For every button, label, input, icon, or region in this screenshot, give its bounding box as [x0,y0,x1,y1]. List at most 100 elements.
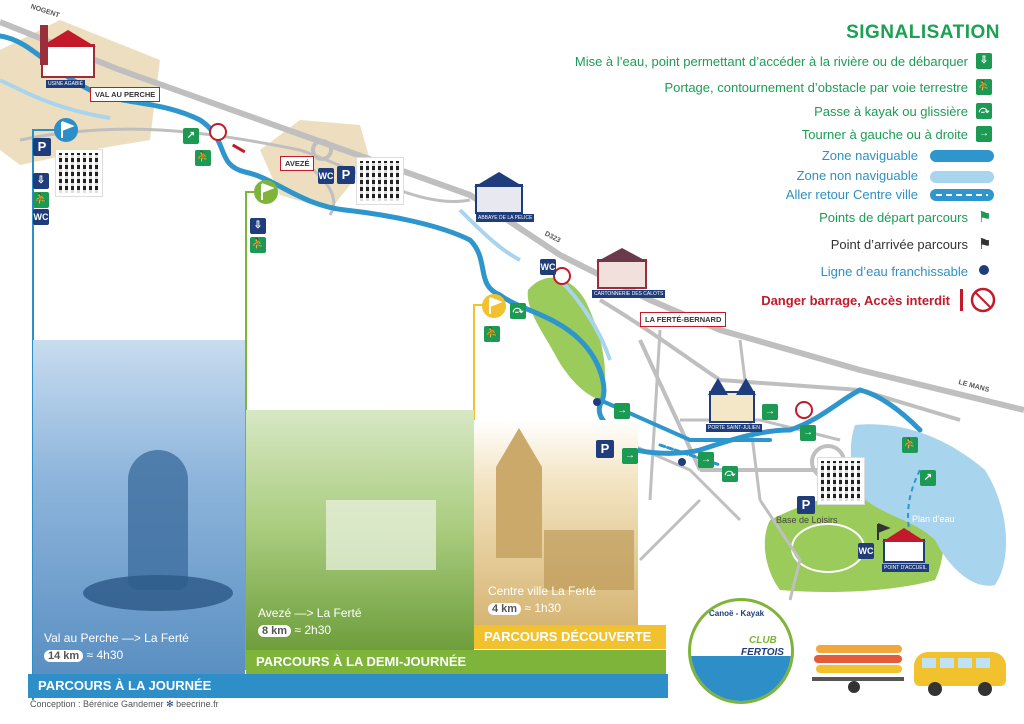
portage-sign-3: ⛹ [250,237,266,253]
day-route-photo [33,340,245,675]
navigable-zone-swatch [930,150,994,162]
discovery-route-duration: ≈ 1h30 [524,601,562,615]
porte-saint-julien-building [708,378,756,423]
day-route-name: Val au Perche —> La Ferté [44,631,189,645]
abbaye-label: ABBAYE DE LA PELICE [476,214,535,222]
turn-arrow-sign-1: ↗ [183,128,199,144]
credits-site: beecrine.fr [176,699,219,709]
portage-sign-2: ⛹ [195,150,211,166]
porte-label: PORTE SAINT-JULIEN [706,424,762,432]
start-flag-icon: ⚑ [978,209,992,226]
day-route-card: Val au Perche —> La Ferté 14 km ≈ 4h30 [44,631,189,662]
club-logo: Canoë - Kayak CLUB FERTOIS [688,598,794,704]
place-val-au-perche: VAL AU PERCHE [90,87,161,102]
point-accueil-building [882,528,926,563]
turn-arrow-sign-4: → [698,452,714,468]
water-line-dot-icon [979,265,989,275]
legend-navigable-zone: Zone naviguable [821,148,918,163]
lake [850,424,1007,586]
turn-arrow-sign-6: → [800,425,816,441]
half-day-route-photo [246,410,474,650]
day-route-title: PARCOURS À LA JOURNÉE [28,674,668,698]
wc-icon-1: WC [33,209,49,225]
legend-portage: Portage, contournement d’obstacle par vo… [664,80,968,95]
half-day-route-card: Avezé —> La Ferté 8 km ≈ 2h30 [258,606,362,637]
launch-point-sign-1: ⇩ [33,173,49,189]
turn-arrow-sign-7: ↗ [920,470,936,486]
club-logo-top-text: Canoë - Kayak [709,609,765,618]
half-day-route-distance: 8 km [258,625,292,637]
qr-code-2 [356,157,404,205]
water-line-dot [593,398,601,406]
usine-building [40,25,96,78]
portage-sign-1: ⛹ [33,192,49,208]
portage-sign-4: ⛹ [484,326,500,342]
parking-icon-4: P [797,496,815,514]
finish-flag-marker [877,523,891,540]
legend-round-trip: Aller retour Centre ville [785,187,918,202]
turn-arrow-icon: → [976,126,992,142]
place-plan-eau: Plan d’eau [912,514,955,524]
turn-arrow-sign-5: → [762,404,778,420]
aveze-town-area [260,120,370,210]
legend-danger: Danger barrage, Accès interdit [761,293,950,308]
club-logo-name-1: CLUB [749,635,777,646]
non-navigable-zone-swatch [930,171,994,183]
day-route-duration: ≈ 4h30 [86,648,124,662]
half-day-route-duration: ≈ 2h30 [294,623,332,637]
river-non-navigable [0,78,612,361]
legend-title: SIGNALISATION [846,22,1000,43]
abbaye-building [474,172,524,214]
cartonnerie-label: CARTONNERIE DES CALOTS [592,290,666,298]
launch-point-icon: ⇩ [976,53,992,69]
kayak-pass-sign-2: ⤼ [722,466,738,482]
wc-icon-3: WC [540,259,556,275]
kayak-trailer [812,645,904,695]
wc-icon-4: WC [858,543,874,559]
legend-start-points: Points de départ parcours [819,210,968,225]
kayak-pass-sign-1: ⤼ [510,303,526,319]
cartonnerie-building [596,248,648,289]
discovery-route-photo [474,420,638,625]
finish-flag-icon: ⚑ [978,236,992,253]
discovery-route-title: PARCOURS DÉCOUVERTE [474,625,666,649]
half-day-route-name: Avezé —> La Ferté [258,606,362,620]
discovery-route-card: Centre ville La Ferté 4 km ≈ 1h30 [488,584,596,615]
legend-kayak-pass: Passe à kayak ou glissière [814,104,968,119]
club-logo-name-2: FERTOIS [741,647,784,658]
day-route-distance: 14 km [44,650,84,662]
usine-label: USINE AGABIÉ [46,80,86,88]
kayak-pass-icon: ⤼ [976,103,992,119]
start-flag-marker-3 [482,294,506,318]
discovery-route-distance: 4 km [488,603,522,615]
credits: Conception : Bérénice Gandemer ✻ beecrin… [30,699,219,710]
parking-icon-2: P [337,166,355,184]
legend-launch-point: Mise à l’eau, point permettant d’accéder… [574,54,968,69]
danger-marker-2 [553,267,571,285]
parking-icon-3: P [596,440,614,458]
launch-point-sign-2: ⇩ [250,218,266,234]
legend-water-line: Ligne d’eau franchissable [820,264,968,279]
danger-marker-1 [209,123,246,154]
legend-turn: Tourner à gauche ou à droite [801,127,968,142]
portage-sign-5: ⛹ [902,437,918,453]
place-la-ferte-bernard: LA FERTÉ-BERNARD [640,312,727,327]
water-line-dot [678,458,686,466]
start-flag-marker-2 [254,180,278,204]
place-aveze: AVEZÉ [280,156,315,171]
legend-finish-point: Point d’arrivée parcours [830,237,968,252]
half-day-route-title: PARCOURS À LA DEMI-JOURNÉE [246,650,666,674]
danger-marker-3 [795,401,813,419]
legend-non-navigable-zone: Zone non naviguable [796,168,918,183]
qr-code-3 [817,457,865,505]
point-accueil-label: POINT D'ACCUEIL [882,564,929,572]
yellow-van [914,652,1008,696]
bee-icon: ✻ [166,699,177,709]
discovery-route-name: Centre ville La Ferté [488,584,597,598]
wc-icon-2: WC [318,168,334,184]
turn-arrow-sign-2: → [614,403,630,419]
start-flag-marker-1 [54,118,78,142]
turn-arrow-sign-3: → [622,448,638,464]
danger-dam-icon [960,287,996,313]
place-base-loisirs: Base de Loisirs [776,515,838,525]
